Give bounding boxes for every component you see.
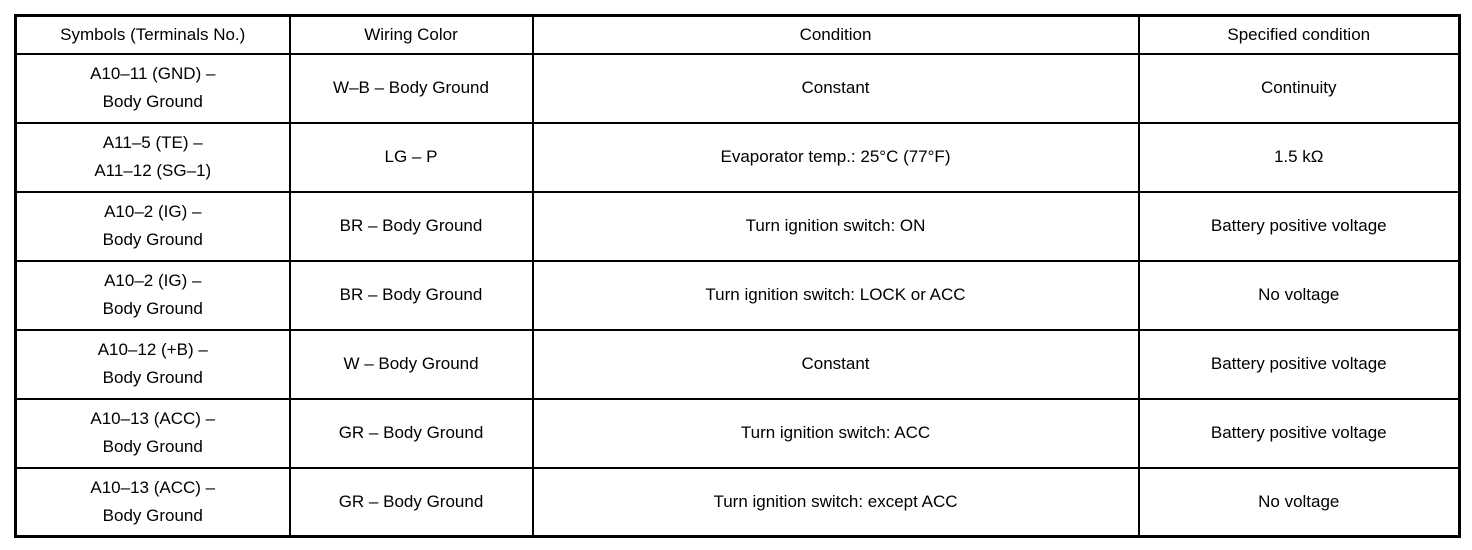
header-condition: Condition bbox=[531, 14, 1140, 55]
table-row: A10–12 (+B) – Body Ground W – Body Groun… bbox=[14, 328, 1461, 400]
condition-cell: Turn ignition switch: except ACC bbox=[531, 466, 1140, 538]
table-row: A10–11 (GND) – Body Ground W–B – Body Gr… bbox=[14, 52, 1461, 124]
condition-cell: Turn ignition switch: ON bbox=[531, 190, 1140, 262]
condition-cell: Constant bbox=[531, 328, 1140, 400]
table-row: A11–5 (TE) – A11–12 (SG–1) LG – P Evapor… bbox=[14, 121, 1461, 193]
condition-cell: Constant bbox=[531, 52, 1140, 124]
specified-condition-cell: Continuity bbox=[1137, 52, 1461, 124]
wiring-color-cell: BR – Body Ground bbox=[288, 190, 534, 262]
wiring-color-cell: GR – Body Ground bbox=[288, 466, 534, 538]
symbols-cell: A10–13 (ACC) – Body Ground bbox=[14, 466, 291, 538]
header-wiring-color: Wiring Color bbox=[288, 14, 534, 55]
specified-condition-cell: 1.5 kΩ bbox=[1137, 121, 1461, 193]
symbols-cell: A10–12 (+B) – Body Ground bbox=[14, 328, 291, 400]
symbols-cell: A10–11 (GND) – Body Ground bbox=[14, 52, 291, 124]
wiring-color-cell: W–B – Body Ground bbox=[288, 52, 534, 124]
condition-cell: Turn ignition switch: LOCK or ACC bbox=[531, 259, 1140, 331]
specified-condition-cell: Battery positive voltage bbox=[1137, 328, 1461, 400]
specified-condition-cell: No voltage bbox=[1137, 466, 1461, 538]
wiring-color-cell: W – Body Ground bbox=[288, 328, 534, 400]
symbols-cell: A10–2 (IG) – Body Ground bbox=[14, 190, 291, 262]
symbols-cell: A10–13 (ACC) – Body Ground bbox=[14, 397, 291, 469]
terminal-spec-table: Symbols (Terminals No.) Wiring Color Con… bbox=[14, 14, 1461, 538]
wiring-color-cell: BR – Body Ground bbox=[288, 259, 534, 331]
table-row: A10–2 (IG) – Body Ground BR – Body Groun… bbox=[14, 259, 1461, 331]
table-row: A10–13 (ACC) – Body Ground GR – Body Gro… bbox=[14, 397, 1461, 469]
table-row: A10–2 (IG) – Body Ground BR – Body Groun… bbox=[14, 190, 1461, 262]
header-specified-condition: Specified condition bbox=[1137, 14, 1461, 55]
page-body: Symbols (Terminals No.) Wiring Color Con… bbox=[14, 14, 1461, 538]
condition-cell: Turn ignition switch: ACC bbox=[531, 397, 1140, 469]
wiring-color-cell: GR – Body Ground bbox=[288, 397, 534, 469]
table-header-row: Symbols (Terminals No.) Wiring Color Con… bbox=[14, 14, 1461, 55]
table-row: A10–13 (ACC) – Body Ground GR – Body Gro… bbox=[14, 466, 1461, 538]
specified-condition-cell: Battery positive voltage bbox=[1137, 397, 1461, 469]
symbols-cell: A11–5 (TE) – A11–12 (SG–1) bbox=[14, 121, 291, 193]
wiring-color-cell: LG – P bbox=[288, 121, 534, 193]
symbols-cell: A10–2 (IG) – Body Ground bbox=[14, 259, 291, 331]
condition-cell: Evaporator temp.: 25°C (77°F) bbox=[531, 121, 1140, 193]
specified-condition-cell: Battery positive voltage bbox=[1137, 190, 1461, 262]
header-symbols: Symbols (Terminals No.) bbox=[14, 14, 291, 55]
specified-condition-cell: No voltage bbox=[1137, 259, 1461, 331]
